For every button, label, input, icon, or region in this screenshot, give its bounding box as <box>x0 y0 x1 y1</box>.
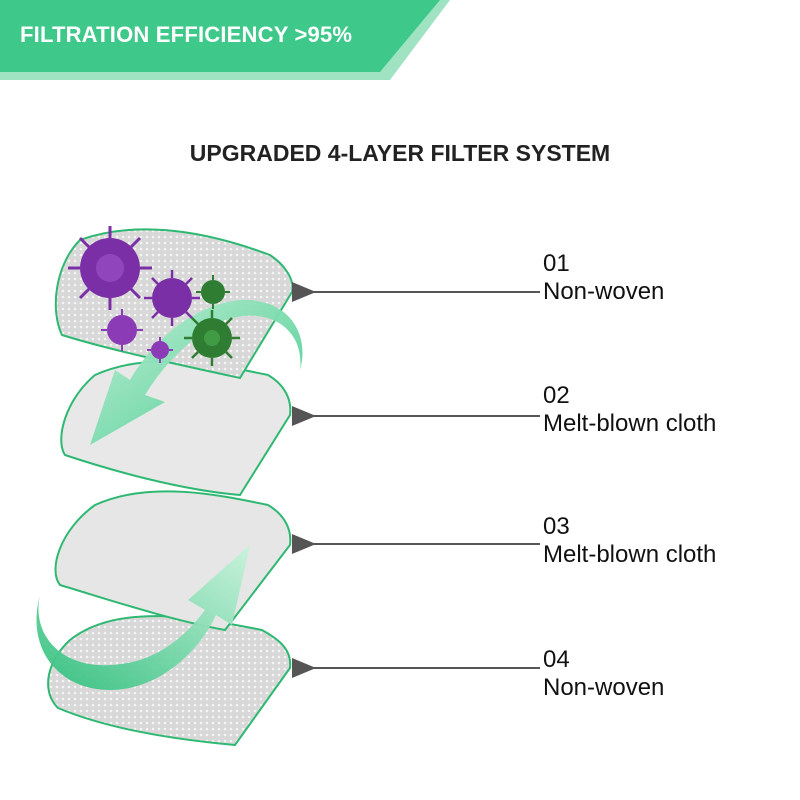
layer-label-2: 02 Melt-blown cloth <box>543 382 716 438</box>
layer-label-1: 01 Non-woven <box>543 250 664 306</box>
layer-number: 01 <box>543 250 570 277</box>
virus-icon <box>144 270 200 326</box>
layer-name: Non-woven <box>543 278 665 305</box>
layer-name: Melt-blown cloth <box>543 410 717 437</box>
layer-label-4: 04 Non-woven <box>543 646 664 702</box>
banner-text: FILTRATION EFFICIENCY >95% <box>20 22 353 47</box>
layer-number: 04 <box>543 646 570 673</box>
virus-icon <box>68 226 152 310</box>
layer-label-3: 03 Melt-blown cloth <box>543 513 716 569</box>
layer-number: 02 <box>543 382 570 409</box>
virus-icon <box>101 309 143 351</box>
layer-3-sheet <box>54 490 292 632</box>
virus-icon <box>196 275 230 309</box>
header-banner <box>0 0 450 80</box>
virus-icon <box>147 337 173 363</box>
page-title: UPGRADED 4-LAYER FILTER SYSTEM <box>189 140 611 166</box>
layer-number: 03 <box>543 513 570 540</box>
virus-icon <box>184 310 240 366</box>
flow-arrow-icon <box>36 545 250 690</box>
layer-name: Melt-blown cloth <box>543 541 717 568</box>
layer-2-sheet <box>60 360 292 497</box>
layer-name: Non-woven <box>543 674 665 701</box>
flow-arrow-icon <box>90 299 303 445</box>
